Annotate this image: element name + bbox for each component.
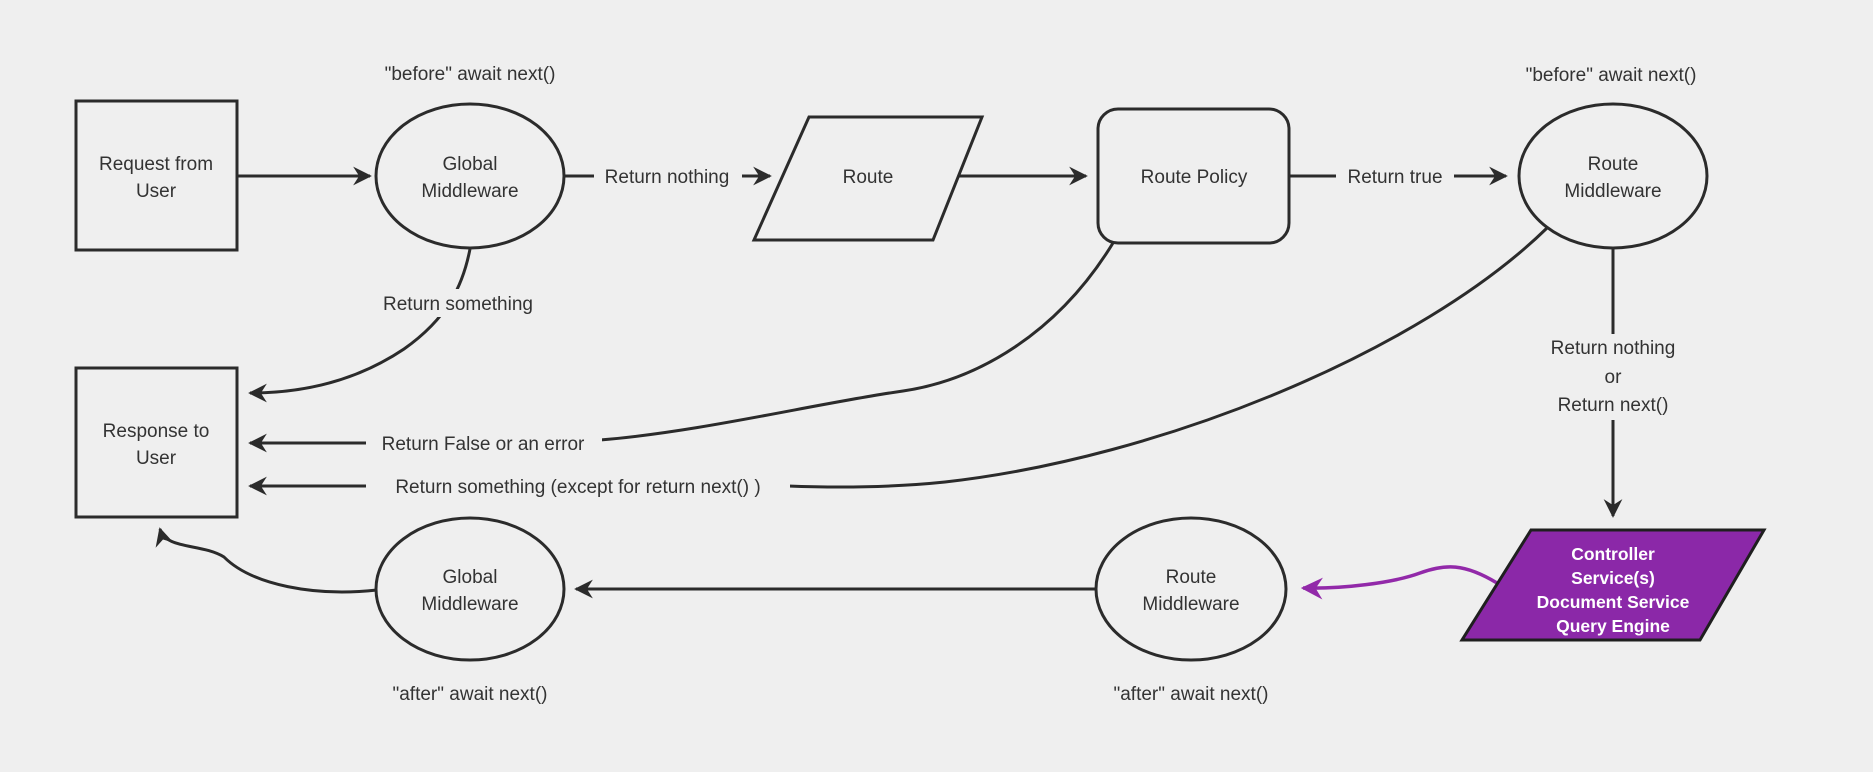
controller-node-label: Controller [1571, 544, 1655, 564]
global-middleware-bottom-label: Middleware [421, 594, 518, 615]
response-node-label: User [136, 448, 177, 469]
route-policy-label: Route Policy [1141, 167, 1248, 188]
node-shapes [74, 99, 1767, 662]
route-middleware-top-label: Middleware [1564, 181, 1661, 202]
route-policy-node [1096, 107, 1291, 245]
route-node [751, 115, 985, 242]
edge-label-return-something-except: Return something (except for return next… [395, 477, 760, 498]
edge-label-return-false: Return False or an error [382, 434, 585, 455]
global-middleware-bottom-label: Global [443, 567, 498, 588]
edge-label-return-nothing-or-next: Return next() [1558, 395, 1669, 416]
route-node-label: Route [843, 167, 894, 188]
edge-labels: Return nothing Return true Return someth… [382, 167, 1676, 498]
route-middleware-bottom-label: Route [1166, 567, 1217, 588]
route-middleware-bottom-label: Middleware [1142, 594, 1239, 615]
global-middleware-top-label: Middleware [421, 181, 518, 202]
annotation-after-await-next-left: "after" await next() [393, 684, 548, 705]
request-from-user-node [74, 99, 239, 252]
edge-label-return-nothing-or-next: or [1605, 367, 1623, 388]
global-middleware-bottom-node [374, 516, 566, 662]
route-middleware-top-node [1517, 102, 1709, 250]
edge-global-middleware-bottom-to-response [155, 527, 378, 594]
edge-label-return-something: Return something [383, 294, 533, 315]
edge-route-policy-to-response-curve [599, 242, 1115, 442]
annotation-before-await-next-left: "before" await next() [385, 64, 556, 85]
edges [155, 166, 1623, 600]
response-node-label: Response to [103, 421, 210, 442]
request-node-label: Request from [99, 154, 213, 175]
edge-global-middleware-to-response [248, 248, 472, 403]
edge-controller-to-route-middleware-bottom [1300, 565, 1498, 600]
route-middleware-top-label: Route [1588, 154, 1639, 175]
node-labels: Request from User Global Middleware Rout… [99, 154, 1690, 636]
edge-label-return-true: Return true [1347, 167, 1442, 188]
annotation-before-await-next-right: "before" await next() [1526, 65, 1697, 86]
global-middleware-top-label: Global [443, 154, 498, 175]
edge-label-return-nothing: Return nothing [605, 167, 730, 188]
request-node-label: User [136, 181, 177, 202]
controller-node-label: Service(s) [1571, 568, 1655, 588]
annotations: "before" await next() "before" await nex… [385, 64, 1697, 705]
annotation-after-await-next-right: "after" await next() [1114, 684, 1269, 705]
label-backgrounds [366, 162, 1708, 500]
response-to-user-node [74, 366, 239, 519]
controller-services-node [1459, 528, 1767, 642]
controller-node-label: Query Engine [1556, 616, 1670, 636]
edge-route-middleware-to-response-curve [787, 226, 1549, 489]
global-middleware-top-node [374, 102, 566, 250]
controller-node-label: Document Service [1537, 592, 1690, 612]
edge-label-return-nothing-or-next: Return nothing [1551, 338, 1676, 359]
route-middleware-bottom-node [1094, 516, 1288, 662]
